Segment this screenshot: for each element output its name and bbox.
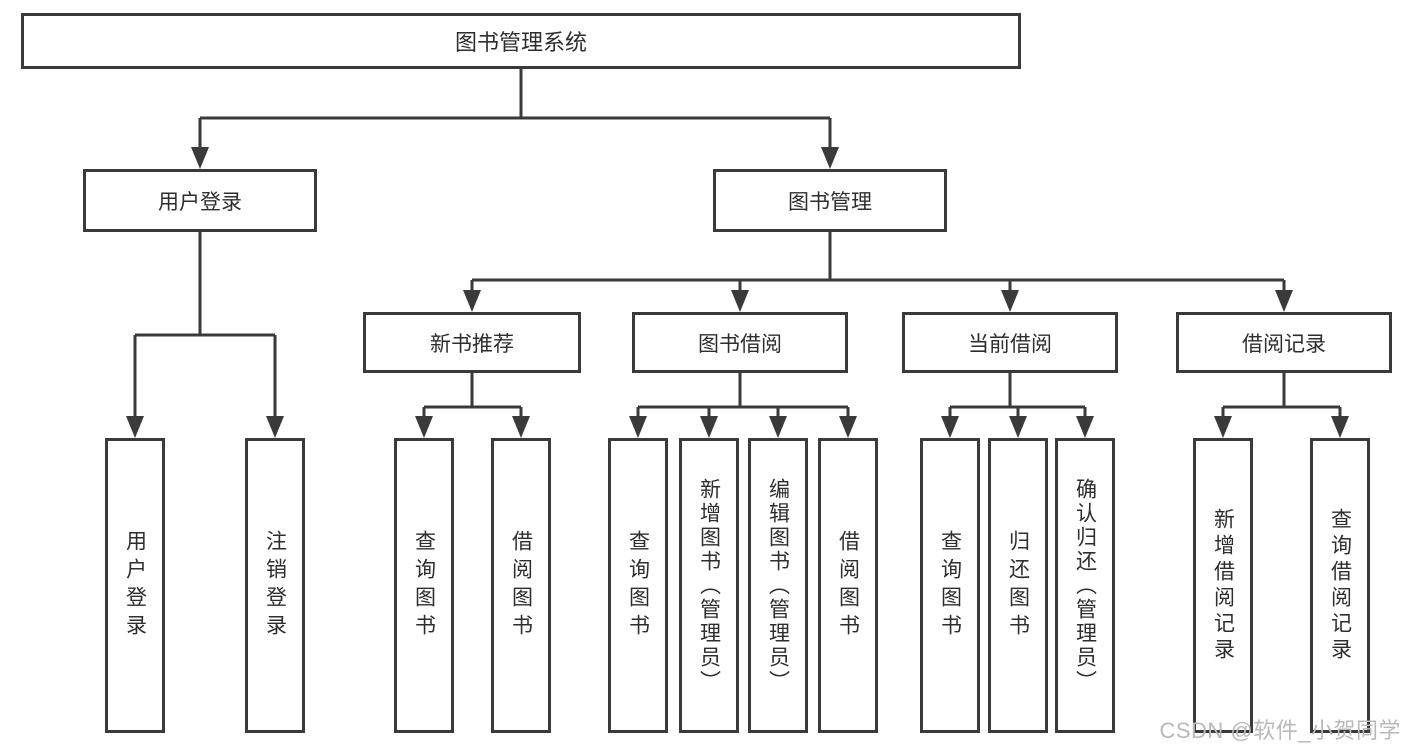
node-user-login: 用户登录 [83, 169, 317, 232]
leaf-user-login: 用户登录 [105, 438, 165, 733]
arrowhead [731, 290, 749, 312]
leaf-label: 注销登录 [263, 529, 287, 642]
connector-group-mgmt [470, 232, 1286, 293]
arrowhead [1076, 416, 1094, 438]
arrowheads [126, 147, 1349, 438]
leaf-borrow-edit-book-admin: 编辑图书（管理员） [748, 438, 808, 733]
arrowhead [700, 416, 718, 438]
leaf-label: 确认归还（管理员） [1073, 477, 1097, 694]
arrowhead [629, 416, 647, 438]
arrowhead [191, 147, 209, 169]
node-borrow-records: 借阅记录 [1176, 312, 1392, 373]
arrowhead [821, 147, 839, 169]
node-new-book-recommend: 新书推荐 [363, 312, 581, 373]
connector-group-root [198, 69, 832, 150]
leaf-records-query-record: 查询借阅记录 [1310, 438, 1370, 733]
arrowhead [512, 416, 530, 438]
leaf-recommend-query-book: 查询图书 [394, 438, 454, 733]
leaf-label: 借阅图书 [509, 529, 533, 642]
node-current-borrow: 当前借阅 [902, 312, 1118, 373]
leaf-label: 查询图书 [938, 529, 962, 642]
leaf-label: 新增图书（管理员） [697, 477, 721, 694]
leaf-label: 用户登录 [123, 529, 147, 642]
arrowhead [415, 416, 433, 438]
arrowhead [266, 416, 284, 438]
leaf-borrow-add-book-admin: 新增图书（管理员） [679, 438, 739, 733]
leaf-current-return-book: 归还图书 [988, 438, 1048, 733]
leaf-current-confirm-return-admin: 确认归还（管理员） [1055, 438, 1115, 733]
arrowhead [839, 416, 857, 438]
node-book-mgmt: 图书管理 [713, 169, 947, 232]
watermark: CSDN @软件_小贺同学 [1159, 718, 1401, 743]
leaf-borrow-query-book: 查询图书 [608, 438, 668, 733]
leaf-label: 借阅图书 [836, 529, 860, 642]
leaf-logout-login: 注销登录 [245, 438, 305, 733]
connector-group-login [133, 232, 277, 420]
node-root: 图书管理系统 [21, 13, 1021, 69]
leaf-borrow-borrow-book: 借阅图书 [818, 438, 878, 733]
arrowhead [1331, 416, 1349, 438]
node-book-borrow: 图书借阅 [632, 312, 848, 373]
arrowhead [1214, 416, 1232, 438]
arrowhead [1009, 416, 1027, 438]
arrowhead [941, 416, 959, 438]
arrowhead [1001, 290, 1019, 312]
leaf-recommend-borrow-book: 借阅图书 [491, 438, 551, 733]
leaf-label: 查询图书 [626, 529, 650, 642]
arrowhead [463, 290, 481, 312]
leaf-label: 归还图书 [1006, 529, 1030, 642]
arrowhead [126, 416, 144, 438]
arrowhead [1275, 290, 1293, 312]
connector-group-sections [422, 373, 1342, 420]
leaf-records-add-record: 新增借阅记录 [1193, 438, 1253, 733]
leaf-label: 新增借阅记录 [1211, 507, 1235, 664]
leaf-label: 编辑图书（管理员） [766, 477, 790, 694]
leaf-label: 查询借阅记录 [1328, 507, 1352, 664]
arrowhead [769, 416, 787, 438]
leaf-label: 查询图书 [412, 529, 436, 642]
leaf-current-query-book: 查询图书 [920, 438, 980, 733]
